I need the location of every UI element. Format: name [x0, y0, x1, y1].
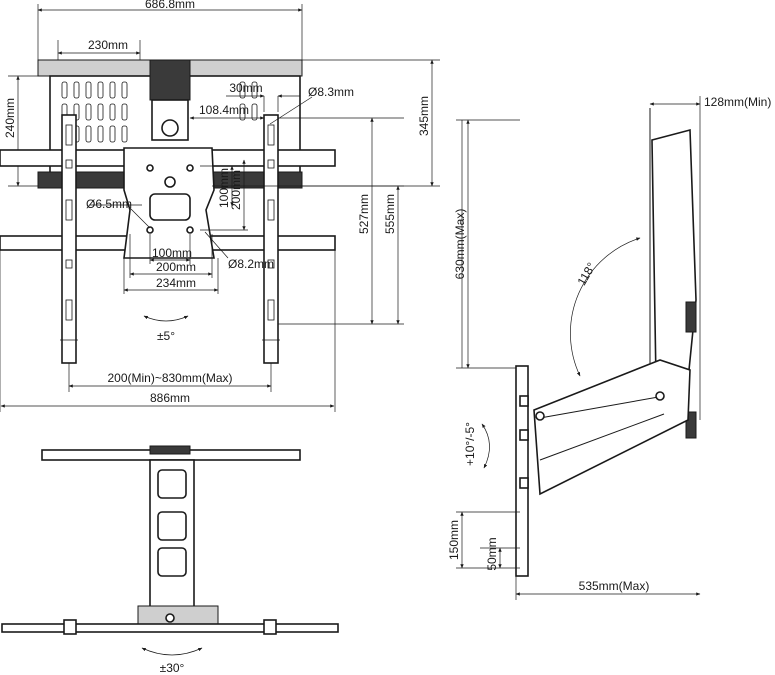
dim-swing-angle: 118°	[574, 260, 598, 288]
side-tilt-arrow-icon	[481, 423, 490, 469]
dim-overall-height: 345mm	[417, 96, 431, 136]
dim-swivel: ±30°	[160, 661, 185, 675]
dim-rail-height-555: 555mm	[383, 194, 397, 234]
front-view: 686.8mm 230mm 240	[0, 0, 440, 412]
top-view-tv-rails	[1, 623, 339, 633]
dim-vesa-vertical-200: 200mm	[229, 170, 243, 210]
dim-vesa-horizontal-234: 234mm	[156, 276, 196, 290]
swing-angle-arc	[570, 237, 641, 377]
top-view-vesa-head	[137, 605, 219, 627]
dim-height-max: 630mm(Max)	[453, 209, 467, 280]
dim-rail-height-527: 527mm	[357, 194, 371, 234]
left-vertical-rail	[60, 114, 78, 364]
tilt-arrow-icon	[143, 315, 189, 322]
top-view: ±30°	[1, 445, 339, 675]
dim-hole-top: Ø8.3mm	[308, 85, 354, 99]
dim-overall-top-width: 686.8mm	[145, 0, 195, 11]
dim-rail-spacing: 200(Min)~830mm(Max)	[107, 371, 232, 385]
swivel-arrow-icon	[141, 647, 203, 656]
dim-tilt-range: +10°/-5°	[463, 422, 477, 466]
dim-tilt-level: ±5°	[157, 329, 175, 343]
dim-arm-offset: 30mm	[229, 81, 262, 95]
dim-overall-width: 886mm	[150, 391, 190, 405]
dim-depth-min: 128mm(Min)	[704, 95, 771, 109]
side-view-folded-mount	[651, 128, 697, 381]
right-vertical-rail	[262, 114, 280, 364]
center-column	[149, 59, 191, 101]
dim-plate-width: 230mm	[88, 38, 128, 52]
dim-height-50: 50mm	[485, 537, 499, 570]
dim-vesa-horizontal-200: 200mm	[156, 260, 196, 274]
dim-vesa-horizontal-100: 100mm	[152, 246, 192, 260]
dim-extension-max: 535mm(Max)	[579, 579, 650, 593]
side-view: 630mm(Max) 128mm(Min) 118° +10°/-5° 1	[447, 95, 771, 600]
dim-hole-small: Ø6.5mm	[86, 197, 132, 211]
dim-plate-height: 240mm	[3, 98, 17, 138]
side-view-extended-arm	[533, 359, 691, 496]
dim-height-150: 150mm	[447, 520, 461, 560]
dim-hole-large: Ø8.2mm	[228, 257, 274, 271]
dim-center-to-hole: 108.4mm	[199, 103, 249, 117]
dim-vesa-vertical-100: 100mm	[217, 168, 231, 208]
side-view-tv-bracket	[515, 365, 529, 577]
